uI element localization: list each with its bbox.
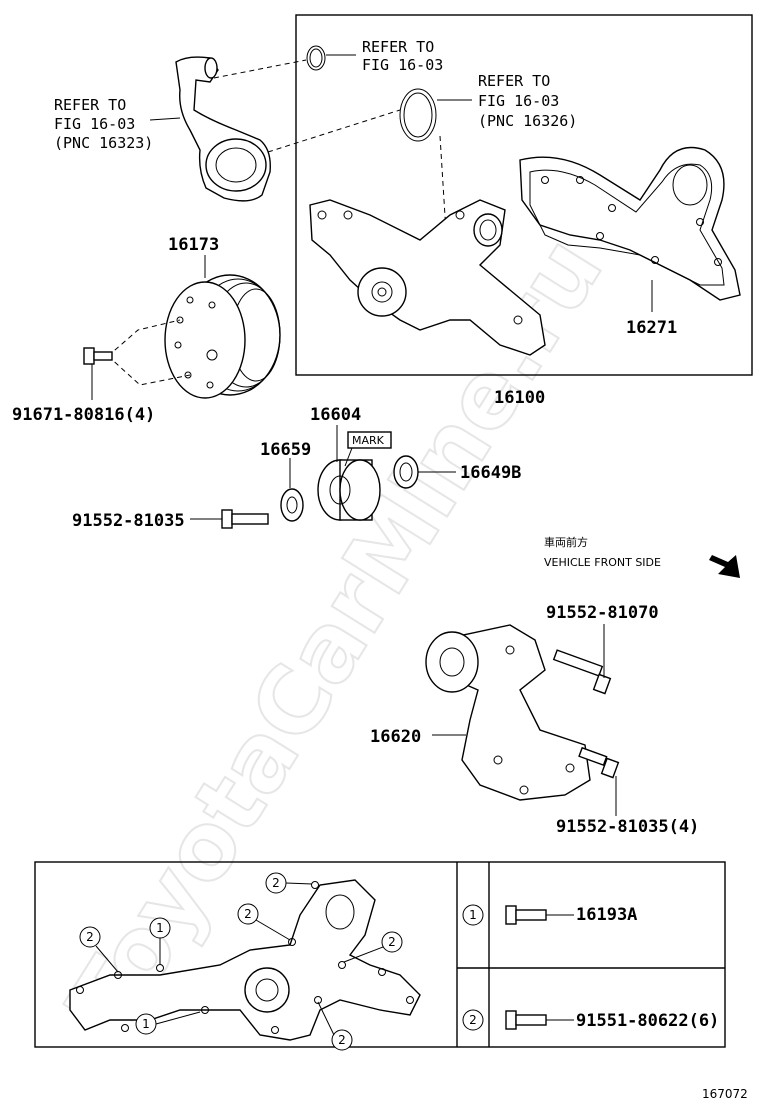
legend-bolt-2 — [505, 1010, 547, 1030]
idler-pulley — [317, 459, 381, 521]
label-16100: 16100 — [494, 388, 545, 408]
label-16604: 16604 — [310, 405, 361, 425]
callout-1-a: 1 — [149, 917, 171, 939]
bolt-position-gasket — [69, 879, 421, 1041]
bolt-legend-frame — [34, 861, 726, 1048]
label-16649b: 16649B — [460, 463, 521, 483]
label-16271: 16271 — [626, 318, 677, 338]
refer-b-line1: REFER TO — [478, 72, 550, 90]
pulley — [164, 274, 281, 399]
refer-a-line2: FIG 16-03 — [362, 56, 443, 74]
svg-text:1: 1 — [142, 1017, 150, 1031]
svg-text:1: 1 — [469, 908, 477, 922]
gasket — [519, 146, 741, 301]
legend-marker-1: 1 — [462, 904, 484, 926]
callout-1-b: 1 — [135, 1013, 157, 1035]
vehicle-front-jp: 車両前方 — [544, 535, 588, 549]
vehicle-front-en: VEHICLE FRONT SIDE — [544, 556, 661, 569]
tensioner-bolt-lower — [578, 746, 620, 779]
callout-2-b: 2 — [237, 903, 259, 925]
svg-text:2: 2 — [338, 1033, 346, 1047]
refer-b-line2: FIG 16-03 — [478, 92, 559, 110]
label-16659: 16659 — [260, 440, 311, 460]
pulley-bolt — [83, 347, 113, 365]
callout-2-e: 2 — [331, 1029, 353, 1051]
tensioner-bolt-upper — [552, 649, 612, 695]
tensioner — [425, 624, 591, 801]
svg-text:2: 2 — [86, 930, 94, 944]
diagram-number: 167072 — [702, 1087, 748, 1101]
washer-16659 — [280, 488, 304, 522]
label-91671: 91671-80816(4) — [12, 405, 155, 425]
label-16620: 16620 — [370, 727, 421, 747]
svg-text:2: 2 — [244, 907, 252, 921]
mark-tag — [347, 431, 392, 449]
refer-c-line3: (PNC 16323) — [54, 134, 153, 152]
callout-2-a: 2 — [265, 872, 287, 894]
mark-label: MARK — [352, 434, 385, 447]
callout-2-d: 2 — [381, 931, 403, 953]
svg-text:1: 1 — [156, 921, 164, 935]
front-arrow-icon — [709, 555, 740, 578]
label-91552-81035: 91552-81035 — [72, 511, 185, 531]
idler-bolt — [221, 509, 269, 529]
legend-part-2: 91551-80622(6) — [576, 1011, 719, 1031]
refer-c-line1: REFER TO — [54, 96, 126, 114]
water-pump-body — [309, 199, 546, 356]
svg-text:2: 2 — [272, 876, 280, 890]
o-ring-small — [306, 45, 326, 71]
label-91552-81070: 91552-81070 — [546, 603, 659, 623]
refer-c-line2: FIG 16-03 — [54, 115, 135, 133]
label-91552-81035-4: 91552-81035(4) — [556, 817, 699, 837]
o-ring-large — [399, 88, 437, 142]
label-16173: 16173 — [168, 235, 219, 255]
legend-part-1: 16193A — [576, 905, 637, 925]
svg-text:2: 2 — [388, 935, 396, 949]
refer-b-line3: (PNC 16326) — [478, 112, 577, 130]
water-pump-frame — [295, 14, 753, 376]
legend-bolt-1 — [505, 905, 547, 925]
svg-text:2: 2 — [469, 1013, 477, 1027]
washer-16649b — [393, 455, 419, 489]
callout-2-c: 2 — [79, 926, 101, 948]
water-inlet-housing — [175, 56, 271, 202]
refer-a-line1: REFER TO — [362, 38, 434, 56]
legend-marker-2: 2 — [462, 1009, 484, 1031]
